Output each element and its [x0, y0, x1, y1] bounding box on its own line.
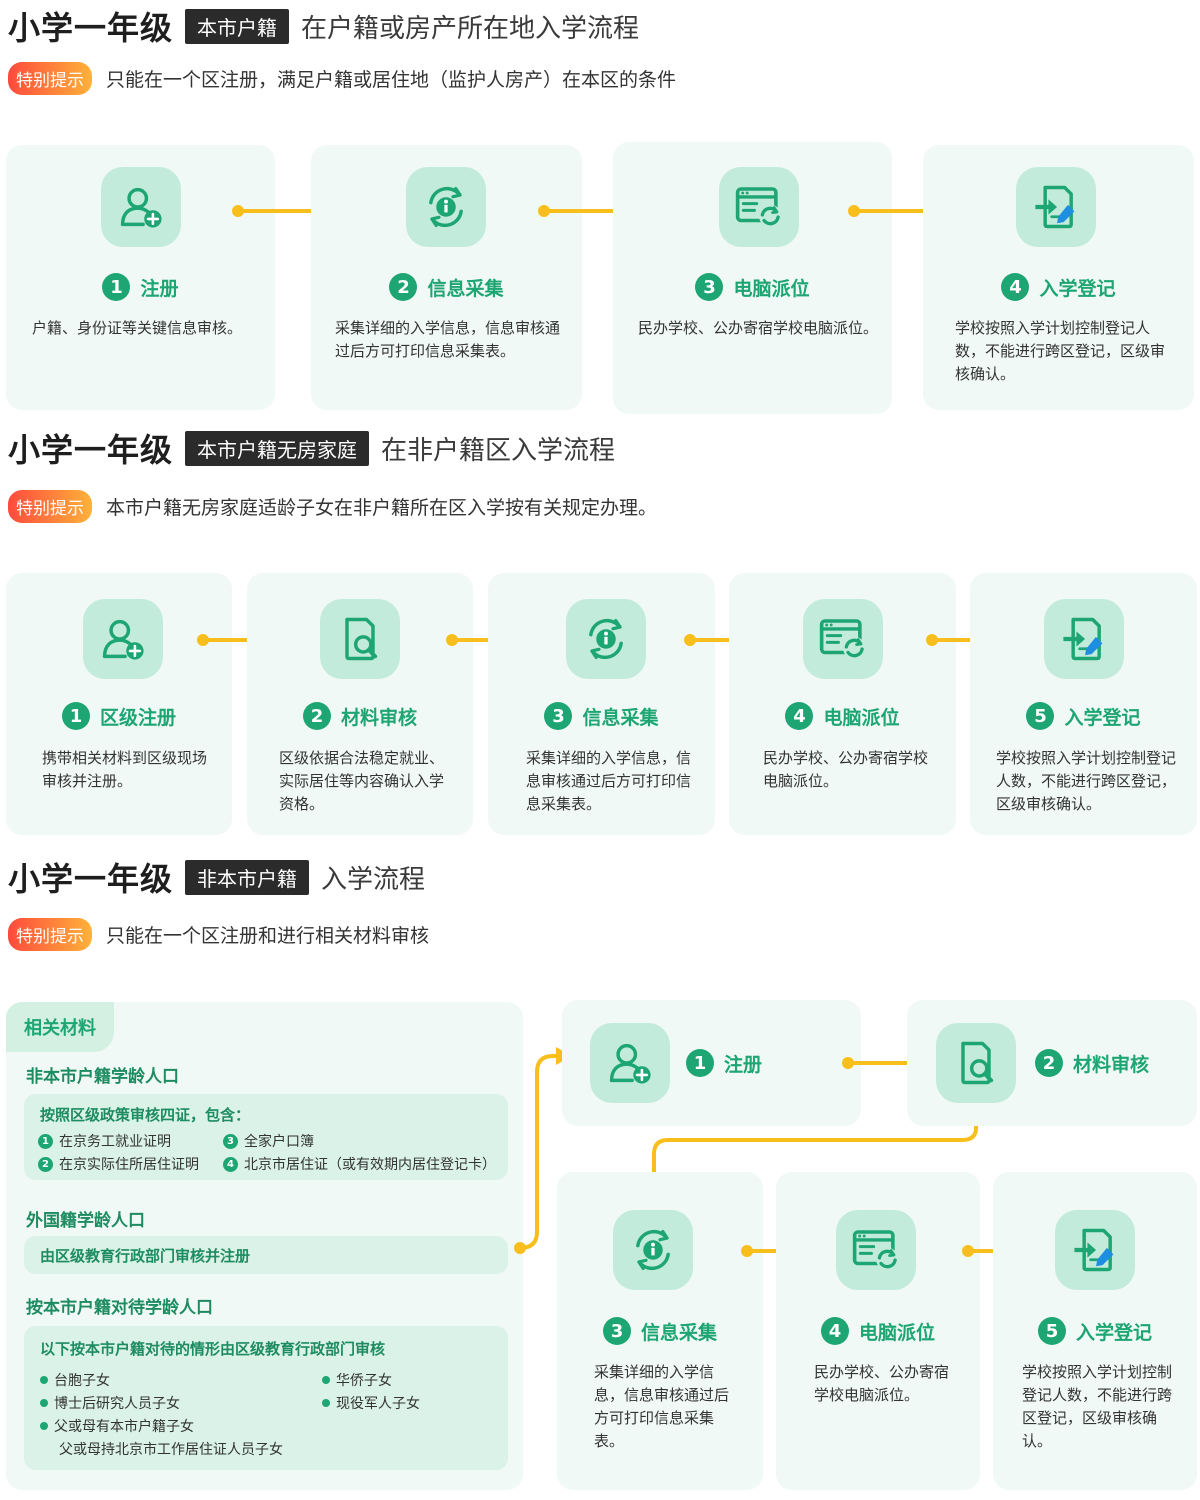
step-title: 2 信息采集: [311, 273, 582, 301]
materials-group1-box-title: 按照区级政策审核四证，包含：: [40, 1106, 251, 1124]
list-item: 现役军人子女: [322, 1393, 420, 1413]
section2-title-tag: 本市户籍无房家庭: [185, 430, 370, 466]
document-search-icon: [320, 599, 400, 679]
step-title: 4 电脑派位: [776, 1317, 980, 1345]
section2-title-main: 小学一年级: [8, 431, 174, 469]
section2-tip: 特别提示 本市户籍无房家庭适龄子女在非户籍所在区入学按有关规定办理。: [8, 490, 657, 523]
section1-title-tag: 本市户籍: [185, 8, 290, 44]
document-edit-icon: [1016, 167, 1096, 247]
user-add-icon: [83, 599, 163, 679]
step-card-enroll: 4 入学登记 学校按照入学计划控制登记人数，不能进行跨区登记，区级审核确认。: [923, 145, 1194, 410]
step-card-register: 1 注册 户籍、身份证等关键信息审核。: [6, 145, 275, 410]
list-item: 台胞子女: [40, 1370, 110, 1390]
step-title: 3 电脑派位: [613, 273, 892, 301]
document-edit-icon: [1044, 599, 1124, 679]
step-title: 2 材料审核: [247, 702, 473, 730]
section1-title: 小学一年级 本市户籍 在户籍或房产所在地入学流程: [8, 6, 640, 47]
tip-text: 本市户籍无房家庭适龄子女在非户籍所在区入学按有关规定办理。: [106, 497, 658, 519]
materials-group2-title: 外国籍学龄人口: [26, 1211, 145, 1231]
tip-text: 只能在一个区注册和进行相关材料审核: [106, 925, 430, 947]
step-card-material-review: 2 材料审核 区级依据合法稳定就业、实际居住等内容确认入学资格。: [247, 573, 473, 835]
step-title: 4 入学登记: [923, 273, 1194, 301]
section3-tip: 特别提示 只能在一个区注册和进行相关材料审核: [8, 918, 429, 951]
step-card-info: 3 信息采集 采集详细的入学信息，信息审核通过后方可打印信息采集表。: [488, 573, 715, 835]
step-desc: 民办学校、公办寄宿学校电脑派位。: [763, 749, 929, 790]
step-card-lottery: 4 电脑派位 民办学校、公办寄宿学校电脑派位。: [729, 573, 956, 835]
computer-refresh-icon: [836, 1210, 916, 1290]
document-search-icon: [936, 1023, 1016, 1103]
step-card-info: 3 信息采集 采集详细的入学信息，信息审核通过后方可打印信息采集表。: [557, 1172, 763, 1490]
step-title: 1 注册: [686, 1049, 861, 1077]
step-title: 3 信息采集: [557, 1317, 763, 1345]
tip-badge: 特别提示: [8, 490, 92, 523]
section3-title-tag: 非本市户籍: [185, 859, 310, 895]
section2-title-rest: 在非户籍区入学流程: [381, 435, 616, 466]
step-desc: 学校按照入学计划控制登记人数，不能进行跨区登记，区级审核确认。: [955, 319, 1166, 383]
list-item-continuation: 父或母持北京市工作居住证人员子女: [59, 1442, 283, 1458]
step-title: 5 入学登记: [993, 1317, 1197, 1345]
step-title: 4 电脑派位: [729, 702, 956, 730]
materials-group3-box-title: 以下按本市户籍对待的情形由区级教育行政部门审核: [40, 1340, 386, 1358]
info-refresh-icon: [566, 599, 646, 679]
step-desc: 区级依据合法稳定就业、实际居住等内容确认入学资格。: [279, 749, 445, 813]
step-desc: 民办学校、公办寄宿学校电脑派位。: [638, 319, 879, 337]
section3-title-rest: 入学流程: [321, 864, 426, 895]
step-desc: 户籍、身份证等关键信息审核。: [32, 319, 243, 337]
info-refresh-icon: [613, 1210, 693, 1290]
step-desc: 采集详细的入学信息，信息审核通过后方可打印信息采集表。: [526, 749, 692, 813]
step-title: 3 信息采集: [488, 702, 715, 730]
step-desc: 携带相关材料到区级现场审核并注册。: [42, 749, 208, 790]
step-desc: 民办学校、公办寄宿学校电脑派位。: [814, 1363, 950, 1404]
tip-text: 只能在一个区注册，满足户籍或居住地（监护人房产）在本区的条件: [106, 69, 677, 91]
step-card-lottery: 3 电脑派位 民办学校、公办寄宿学校电脑派位。: [613, 142, 892, 414]
step-title: 2 材料审核: [1035, 1049, 1197, 1077]
step-desc: 学校按照入学计划控制登记人数，不能进行跨区登记，区级审核确认。: [1022, 1363, 1173, 1450]
step-desc: 采集详细的入学信息，信息审核通过后方可打印信息采集表。: [335, 319, 561, 360]
step-desc: 学校按照入学计划控制登记人数，不能进行跨区登记，区级审核确认。: [996, 749, 1177, 813]
section1-title-rest: 在户籍或房产所在地入学流程: [301, 13, 640, 44]
list-item: 博士后研究人员子女: [40, 1393, 180, 1413]
document-edit-icon: [1055, 1210, 1135, 1290]
section3-title: 小学一年级 非本市户籍 入学流程: [8, 857, 426, 898]
step-title: 5 入学登记: [970, 702, 1197, 730]
section2-title: 小学一年级 本市户籍无房家庭 在非户籍区入学流程: [8, 428, 616, 469]
materials-group3-title: 按本市户籍对待学龄人口: [26, 1298, 213, 1318]
materials-group3-box: 以下按本市户籍对待的情形由区级教育行政部门审核 台胞子女 博士后研究人员子女 父…: [24, 1326, 508, 1470]
tip-badge: 特别提示: [8, 918, 92, 951]
section1-tip: 特别提示 只能在一个区注册，满足户籍或居住地（监护人房产）在本区的条件: [8, 62, 676, 95]
step-card-register: 1 注册: [562, 1000, 861, 1126]
step-desc: 采集详细的入学信息，信息审核通过后方可打印信息采集表。: [594, 1363, 730, 1450]
step-card-lottery: 4 电脑派位 民办学校、公办寄宿学校电脑派位。: [776, 1172, 980, 1490]
list-item: 华侨子女: [322, 1370, 392, 1390]
user-add-icon: [101, 167, 181, 247]
user-add-icon: [590, 1023, 670, 1103]
section3-title-main: 小学一年级: [8, 860, 174, 898]
section1-title-main: 小学一年级: [8, 9, 174, 47]
step-card-info: 2 信息采集 采集详细的入学信息，信息审核通过后方可打印信息采集表。: [311, 145, 582, 410]
step-card-district-register: 1 区级注册 携带相关材料到区级现场审核并注册。: [6, 573, 232, 835]
list-item: 父或母有本市户籍子女: [40, 1416, 194, 1436]
materials-group1-title: 非本市户籍学龄人口: [26, 1067, 179, 1087]
step-title: 1 区级注册: [6, 702, 232, 730]
step-card-enroll: 5 入学登记 学校按照入学计划控制登记人数，不能进行跨区登记，区级审核确认。: [970, 573, 1197, 835]
step-card-enroll: 5 入学登记 学校按照入学计划控制登记人数，不能进行跨区登记，区级审核确认。: [993, 1172, 1197, 1490]
materials-tab: 相关材料: [6, 1002, 114, 1052]
step-card-material-review: 2 材料审核: [907, 1000, 1197, 1126]
step-title: 1 注册: [6, 273, 275, 301]
tip-badge: 特别提示: [8, 62, 92, 95]
computer-refresh-icon: [803, 599, 883, 679]
info-refresh-icon: [406, 167, 486, 247]
materials-group2-text: 由区级教育行政部门审核并注册: [40, 1247, 251, 1265]
computer-refresh-icon: [719, 167, 799, 247]
materials-group2-box: 由区级教育行政部门审核并注册: [24, 1236, 508, 1274]
